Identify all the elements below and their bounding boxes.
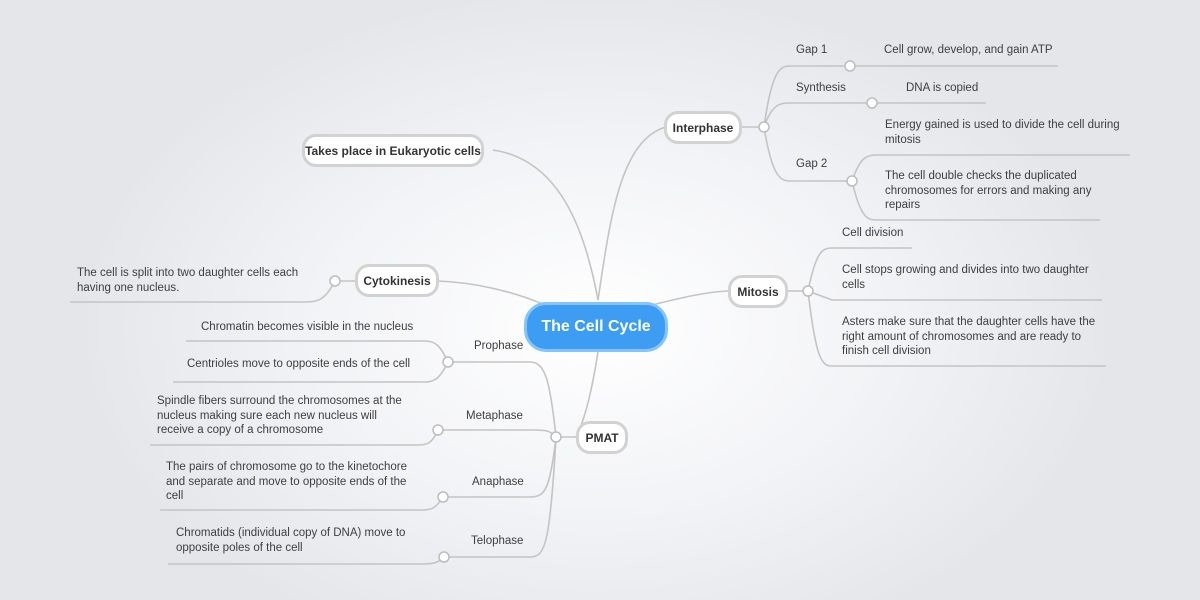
detail-gap2-check[interactable]: The cell double checks the duplicated ch… — [885, 170, 1092, 211]
junction-dot-synthesis — [866, 97, 878, 109]
link-mitosis-detail-a — [807, 247, 912, 292]
junction-dot-interphase — [758, 121, 770, 133]
topic-mitosis[interactable]: Mitosis — [728, 275, 788, 308]
link-gap2-detail-a — [851, 154, 1130, 182]
topic-eukaryotic[interactable]: Takes place in Eukaryotic cells — [302, 134, 484, 167]
junction-dot-anaphase — [437, 491, 449, 503]
subtopic-synthesis[interactable]: Synthesis — [796, 82, 846, 94]
detail-mitosis-stops[interactable]: Cell stops growing and divides into two … — [842, 264, 1089, 291]
detail-mitosis-division[interactable]: Cell division — [842, 227, 904, 239]
detail-cytokinesis[interactable]: The cell is split into two daughter cell… — [77, 267, 299, 294]
detail-prophase-centrioles[interactable]: Centrioles move to opposite ends of the … — [187, 358, 411, 370]
link-gap1-branch — [763, 65, 850, 128]
detail-mitosis-asters[interactable]: Asters make sure that the daughter cells… — [842, 316, 1096, 357]
detail-telophase[interactable]: Chromatids (individual copy of DNA) move… — [176, 527, 406, 554]
link-cytokinesis-detail — [70, 280, 336, 303]
link-central-mitosis — [651, 290, 729, 306]
junction-dot-telophase — [438, 551, 450, 563]
detail-synthesis[interactable]: DNA is copied — [906, 82, 979, 94]
junction-dot-gap2 — [846, 175, 858, 187]
junction-dot-gap1 — [844, 60, 856, 72]
junction-dot-pmat — [550, 431, 562, 443]
link-central-eukaryotic — [492, 149, 599, 301]
junction-dot-metaphase — [432, 424, 444, 436]
link-gap2-branch — [763, 126, 852, 182]
subtopic-gap1[interactable]: Gap 1 — [796, 44, 828, 56]
link-telophase-detail — [168, 556, 445, 565]
subtopic-telophase[interactable]: Telophase — [471, 535, 524, 547]
link-central-interphase — [597, 126, 667, 301]
subtopic-metaphase[interactable]: Metaphase — [466, 410, 523, 422]
central-topic[interactable]: The Cell Cycle — [524, 302, 668, 352]
subtopic-gap2[interactable]: Gap 2 — [796, 158, 828, 170]
detail-metaphase[interactable]: Spindle fibers surround the chromosomes … — [157, 395, 402, 436]
link-prophase-branch — [448, 361, 557, 438]
topic-pmat[interactable]: PMAT — [576, 421, 628, 454]
junction-dot-mitosis — [802, 285, 814, 297]
link-anaphase-branch — [443, 436, 557, 498]
link-synthesis-branch — [763, 102, 872, 128]
link-mitosis-detail-b — [807, 290, 1102, 301]
detail-gap2-energy[interactable]: Energy gained is used to divide the cell… — [885, 119, 1120, 146]
junction-dot-prophase — [442, 356, 454, 368]
detail-anaphase[interactable]: The pairs of chromosome go to the kineto… — [166, 461, 407, 502]
link-telophase-branch — [444, 436, 557, 558]
detail-prophase-chromatin[interactable]: Chromatin becomes visible in the nucleus — [201, 321, 414, 333]
link-mitosis-detail-c — [807, 290, 1106, 367]
topic-cytokinesis[interactable]: Cytokinesis — [355, 264, 439, 297]
detail-gap1[interactable]: Cell grow, develop, and gain ATP — [884, 44, 1053, 56]
subtopic-anaphase[interactable]: Anaphase — [472, 476, 524, 488]
link-metaphase-branch — [438, 429, 557, 438]
topic-interphase[interactable]: Interphase — [664, 111, 742, 144]
subtopic-prophase[interactable]: Prophase — [474, 340, 524, 352]
link-gap2-detail-b — [851, 180, 1100, 221]
junction-dot-cytokinesis — [329, 275, 341, 287]
link-central-cytokinesis — [436, 280, 546, 306]
